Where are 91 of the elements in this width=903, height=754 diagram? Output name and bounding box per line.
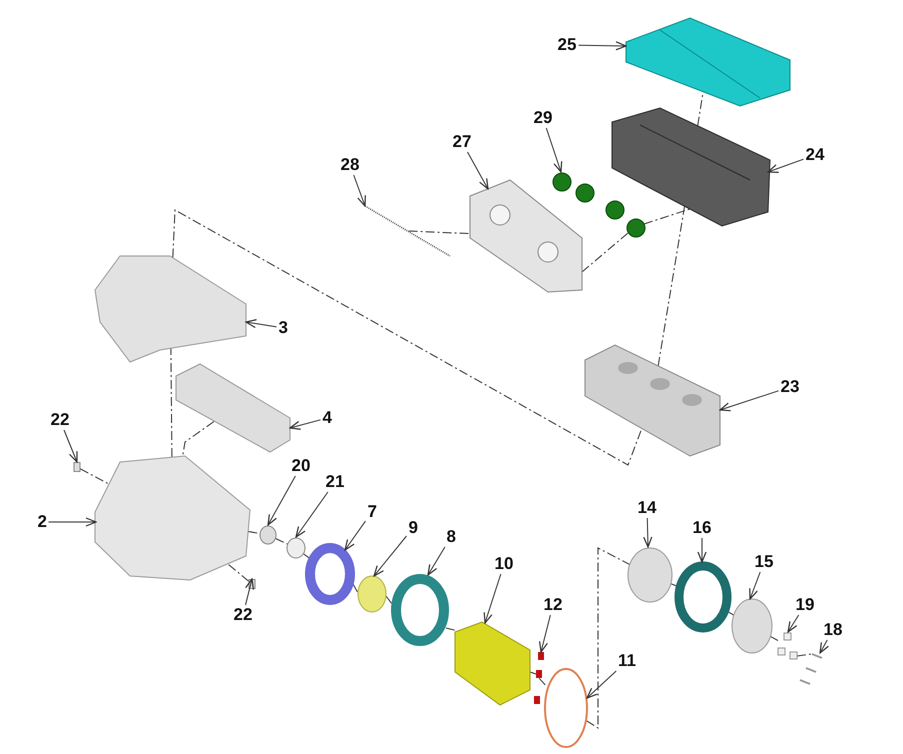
leader-line	[787, 614, 800, 633]
leader-line	[267, 476, 296, 526]
callout-number: 21	[326, 473, 344, 491]
leader-line	[353, 174, 366, 207]
leader-line	[643, 518, 652, 548]
callout-number: 27	[452, 133, 472, 151]
spring-drawing	[778, 632, 798, 660]
assembly-centerline	[170, 348, 172, 458]
pin-block	[74, 462, 80, 472]
o-ring-disc	[544, 668, 588, 748]
cylinder-block-drawing	[584, 344, 720, 457]
bearing-disc	[286, 538, 306, 558]
assembly-centerline	[227, 563, 250, 582]
callout-number: 9	[408, 519, 418, 537]
cylinder-head-drawing	[612, 107, 771, 227]
callout-number: 28	[340, 156, 360, 174]
assembly-centerline	[80, 468, 110, 484]
upper-crankcase-drawing	[94, 256, 246, 363]
callout-number: 24	[806, 146, 824, 164]
washer-disc	[358, 576, 386, 612]
cover-drawing	[626, 17, 790, 107]
leader-line	[64, 430, 78, 463]
callout-number: 20	[292, 457, 310, 475]
callout-number: 22	[234, 606, 252, 624]
assembly-centerline	[408, 230, 470, 234]
leader-line	[484, 574, 502, 624]
callout-number: 11	[618, 652, 636, 670]
callout-number: 3	[278, 319, 288, 337]
carburetor-drawing	[470, 179, 582, 292]
leader-line	[546, 128, 562, 173]
callout-number: 2	[38, 513, 47, 531]
callout-number: 14	[638, 499, 656, 517]
callout-number: 19	[796, 596, 814, 614]
clutch-basket-drawing	[454, 621, 530, 706]
friction-ring-disc	[674, 562, 732, 632]
leader-line	[245, 578, 254, 606]
leader-line	[289, 419, 321, 430]
leader-line	[295, 492, 328, 538]
assembly-centerline	[303, 554, 310, 558]
assembly-centerline	[728, 612, 734, 616]
leader-line	[697, 538, 707, 563]
leader-line	[749, 572, 761, 600]
callout-number: 29	[534, 109, 552, 127]
callout-number: 10	[494, 555, 514, 573]
callout-number: 22	[50, 411, 70, 429]
callout-number: 16	[692, 519, 712, 537]
gear-disc	[391, 574, 449, 646]
callout-number: 18	[824, 621, 842, 639]
assembly-centerline	[172, 209, 642, 466]
clutch-hub-disc	[628, 548, 672, 602]
leader-line	[245, 319, 277, 328]
assembly-centerline	[644, 208, 690, 224]
callout-number: 15	[754, 553, 774, 571]
leader-line	[586, 670, 617, 699]
bushing-drawing	[552, 172, 646, 238]
lower-crankcase-drawing	[94, 455, 251, 580]
leader-line	[373, 536, 407, 577]
leader-line	[538, 614, 551, 653]
bolt-drawing	[534, 652, 544, 704]
callout-number: 7	[368, 503, 377, 521]
assembly-centerline	[796, 654, 812, 656]
leader-line	[819, 640, 829, 654]
assembly-centerline	[538, 678, 548, 688]
sleeve-disc	[260, 526, 276, 544]
assembly-centerline	[386, 596, 392, 604]
leader-line	[767, 158, 804, 173]
leader-line	[344, 520, 366, 551]
callout-number: 25	[558, 36, 576, 54]
assembly-centerline	[352, 584, 358, 594]
assembly-centerline	[530, 672, 536, 674]
camshaft-drawing	[176, 363, 290, 453]
assembly-centerline	[182, 421, 214, 456]
callout-number: 23	[780, 378, 800, 396]
callout-number: 4	[322, 409, 332, 427]
leader-line	[48, 517, 97, 527]
assembly-centerline	[586, 547, 630, 729]
leader-line	[719, 390, 779, 412]
leader-line	[427, 546, 446, 576]
assembly-centerline	[275, 538, 288, 545]
leader-line	[578, 41, 627, 50]
plate-disc	[305, 543, 355, 605]
cable-drawing	[364, 205, 450, 257]
pressure-plate-disc	[732, 598, 772, 654]
callout-number: 8	[446, 528, 456, 546]
bolt-drawing	[800, 653, 822, 685]
callout-number: 12	[544, 596, 562, 614]
leader-line	[467, 152, 489, 190]
assembly-centerline	[670, 583, 677, 586]
assembly-centerline	[770, 636, 778, 642]
assembly-centerline	[658, 206, 685, 366]
assembly-centerline	[582, 232, 628, 272]
